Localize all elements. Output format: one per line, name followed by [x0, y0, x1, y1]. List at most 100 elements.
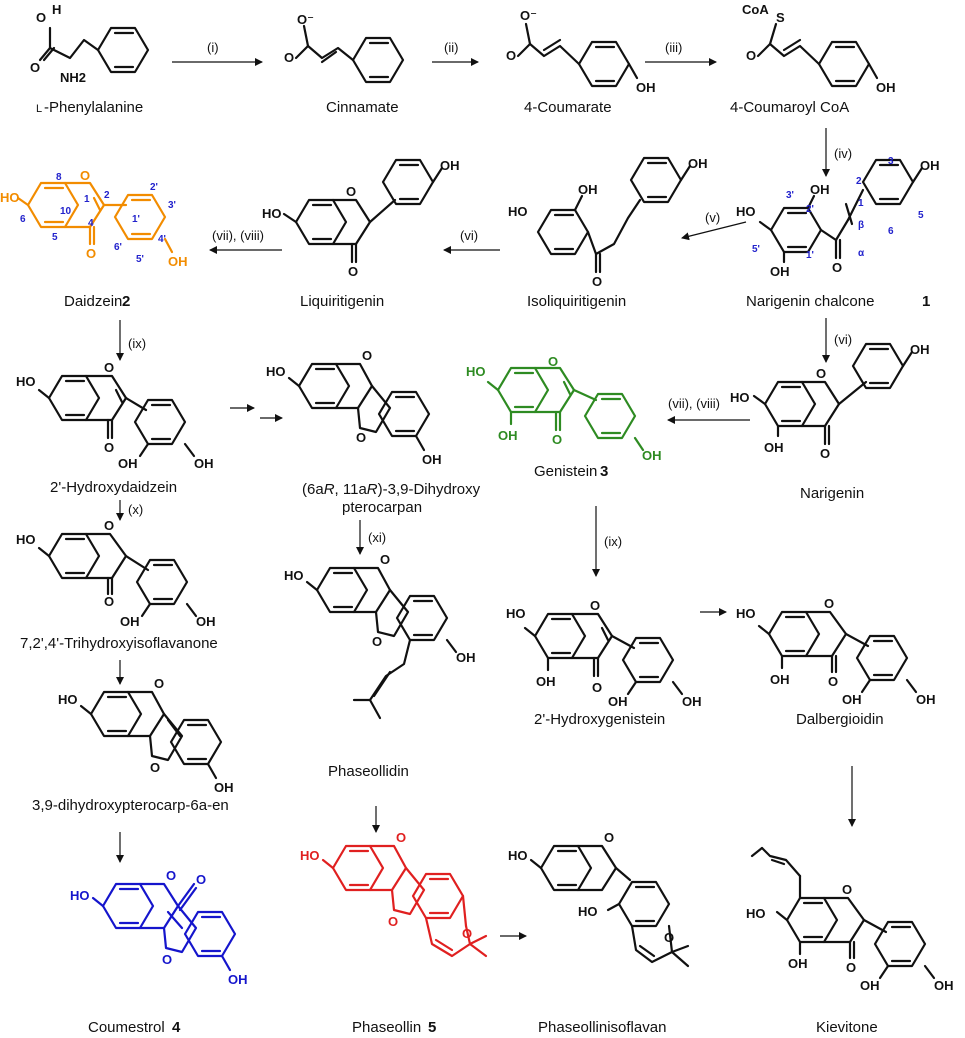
narigenin-oh-5: OH: [764, 440, 784, 455]
step-vii-viii-a: (vii), (viii): [212, 228, 264, 243]
structure-phaseollin: [321, 844, 488, 958]
label-narigenin: Narigenin: [800, 485, 864, 502]
isoliquiritigenin-ketone-o: O: [592, 274, 602, 289]
step-v: (v): [705, 210, 720, 225]
phaseollin-ring-o: O: [396, 830, 406, 845]
structure-kievitone: [750, 846, 936, 980]
structure-phaseollinisoflavan: [529, 844, 690, 968]
hydroxydaidzein-ring-o: O: [104, 360, 114, 375]
label-pterocarpan: (6aR, 11aR)-3,9-Dihydroxy: [302, 481, 481, 498]
narigenin-ho: HO: [730, 390, 750, 405]
phenylalanine-o: O: [36, 10, 46, 25]
kievitone-oh-2p: OH: [860, 978, 880, 993]
trihydroxyisoflavanone-oh-2p: OH: [120, 614, 140, 629]
daidzein-numbering: 8 2 1 6 10 5 4 2' 3' 1' 6' 4' 5': [20, 172, 176, 265]
coumestrol-ho: HO: [70, 888, 90, 903]
svg-text:1: 1: [858, 198, 864, 209]
step-ii: (ii): [444, 40, 458, 55]
hydroxygenistein-oh-5: OH: [536, 674, 556, 689]
hydroxygenistein-ketone-o: O: [592, 680, 602, 695]
label-narigenin-chalcone-number: 1: [922, 293, 930, 310]
label-pterocarpan-line2: pterocarpan: [342, 499, 422, 516]
genistein-ring-o: O: [548, 354, 558, 369]
svg-text:6': 6': [114, 242, 122, 253]
dalbergioidin-oh-5: OH: [770, 672, 790, 687]
step-xi: (xi): [368, 530, 386, 545]
pterocarpan-furan-o: O: [356, 430, 366, 445]
cinnamate-o-minus: O⁻: [297, 12, 314, 27]
label-coumaroyl-coa: 4-Coumaroyl CoA: [730, 99, 849, 116]
label-trihydroxyisoflavanone: 7,2',4'-Trihydroxyisoflavanone: [20, 635, 218, 652]
svg-text:5': 5': [136, 254, 144, 265]
svg-text:3: 3: [888, 156, 894, 167]
svg-text:10: 10: [60, 206, 72, 217]
hydroxydaidzein-ho: HO: [16, 374, 36, 389]
chalcone-oh-2p: OH: [810, 182, 830, 197]
structure-hydroxygenistein: [523, 612, 684, 696]
step-iii: (iii): [665, 40, 682, 55]
structure-coumestrol: [91, 882, 237, 972]
genistein-ho: HO: [466, 364, 486, 379]
label-cinnamate: Cinnamate: [326, 99, 399, 116]
pterocarpan-ring-o: O: [362, 348, 372, 363]
hydroxydaidzein-oh-4p: OH: [194, 456, 214, 471]
label-coumestrol: Coumestrol: [88, 1019, 165, 1036]
label-genistein: Genistein: [534, 463, 597, 480]
phaseollin-pyran-o: O: [462, 926, 472, 941]
hydroxygenistein-ho: HO: [506, 606, 526, 621]
phaseollidin-oh: OH: [456, 650, 476, 665]
label-phaseollinisoflavan: Phaseollinisoflavan: [538, 1019, 666, 1036]
structure-daidzein: [16, 181, 174, 254]
svg-text:2: 2: [856, 176, 862, 187]
structure-isoliquiritigenin: [536, 156, 692, 274]
liquiritigenin-ring-o: O: [346, 184, 356, 199]
arrow-step-v: [681, 221, 747, 241]
label-phaseollin-number: 5: [428, 1019, 436, 1036]
svg-text:1': 1': [132, 214, 140, 225]
structure-pterocarpene: [79, 690, 223, 780]
step-ix-b: (ix): [604, 534, 622, 549]
label-coumarate: 4-Coumarate: [524, 99, 612, 116]
liquiritigenin-ho: HO: [262, 206, 282, 221]
svg-text:5: 5: [918, 210, 924, 221]
coumestrol-oh: OH: [228, 972, 248, 987]
coumaroyl-coa-oh: OH: [876, 80, 896, 95]
pterocarpene-furan-o: O: [150, 760, 160, 775]
daidzein-oh: OH: [168, 254, 188, 269]
structure-cinnamate: [294, 24, 405, 84]
label-phaseollidin: Phaseollidin: [328, 763, 409, 780]
svg-text:8: 8: [56, 172, 62, 183]
svg-text:α: α: [858, 248, 865, 259]
hydroxygenistein-ring-o: O: [590, 598, 600, 613]
isoliquiritigenin-oh-2: OH: [578, 182, 598, 197]
svg-text:β: β: [858, 220, 864, 231]
svg-text:5': 5': [752, 244, 760, 255]
phaseollidin-ho: HO: [284, 568, 304, 583]
structure-dalbergioidin: [757, 610, 918, 694]
phenylalanine-o2: O: [30, 60, 40, 75]
dalbergioidin-ketone-o: O: [828, 674, 838, 689]
hydroxydaidzein-ketone-o: O: [104, 440, 114, 455]
isoliquiritigenin-ho: HO: [508, 204, 528, 219]
genistein-oh-4p: OH: [642, 448, 662, 463]
svg-text:2': 2': [806, 204, 814, 215]
phaseollinisoflavan-ho: HO: [508, 848, 528, 863]
phenylalanine-nh2: NH2: [60, 70, 86, 85]
chalcone-oh-4: OH: [920, 158, 940, 173]
coumaroyl-coa-coa: CoA: [742, 2, 769, 17]
pterocarpan-oh: OH: [422, 452, 442, 467]
genistein-ketone-o: O: [552, 432, 562, 447]
coumaroyl-coa-o: O: [746, 48, 756, 63]
label-narigenin-chalcone: Narigenin chalcone: [746, 293, 874, 310]
trihydroxyisoflavanone-ketone-o: O: [104, 594, 114, 609]
coumarate-o-minus: O⁻: [520, 8, 537, 23]
svg-text:1: 1: [84, 194, 90, 205]
label-phenylalanine-prefix: L: [36, 103, 42, 115]
label-genistein-number: 3: [600, 463, 608, 480]
kievitone-ring-o: O: [842, 882, 852, 897]
label-liquiritigenin: Liquiritigenin: [300, 293, 384, 310]
pterocarpene-oh: OH: [214, 780, 234, 795]
label-daidzein: Daidzein: [64, 293, 122, 310]
phaseollidin-ring-o: O: [380, 552, 390, 567]
